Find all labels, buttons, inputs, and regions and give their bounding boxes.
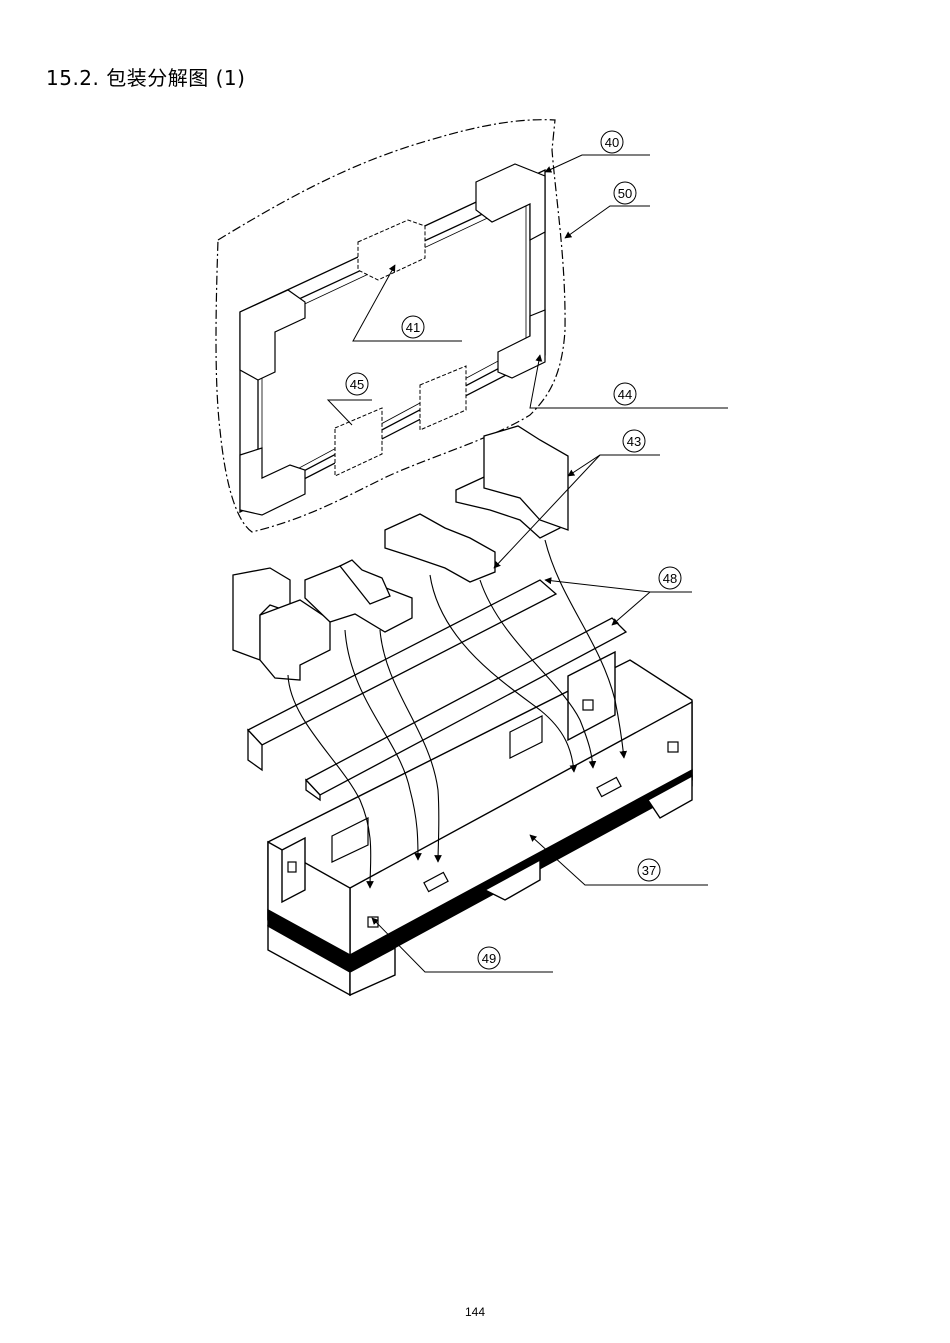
callout-40: 40: [600, 130, 624, 154]
callout-43-label: 43: [627, 434, 641, 449]
protective-bag: [215, 119, 566, 533]
callout-48: 48: [658, 566, 682, 590]
callout-41: 41: [401, 315, 425, 339]
corner-rails: [246, 579, 628, 802]
callout-45-label: 45: [350, 377, 364, 392]
callout-41-label: 41: [406, 320, 420, 335]
assembly-paths: [287, 539, 628, 889]
callout-50-label: 50: [618, 186, 632, 201]
callout-49-label: 49: [482, 951, 496, 966]
callout-50: 50: [613, 181, 637, 205]
leader-lines: [326, 154, 728, 973]
left-cushions: [232, 559, 413, 681]
callout-48-label: 48: [663, 571, 677, 586]
tray-handholds: [287, 699, 679, 928]
callout-43: 43: [622, 429, 646, 453]
page-number: 144: [464, 1305, 486, 1319]
callout-49: 49: [477, 946, 501, 970]
callout-44: 44: [613, 382, 637, 406]
right-cushions: [384, 425, 569, 583]
panel-edge-clips: [334, 219, 467, 477]
callout-37: 37: [637, 858, 661, 882]
section-title: 15.2. 包装分解图 (1): [46, 66, 246, 90]
panel-corner-pads: [239, 163, 546, 516]
callout-44-label: 44: [618, 387, 632, 402]
callout-37-label: 37: [642, 863, 656, 878]
callout-45: 45: [345, 372, 369, 396]
callout-40-label: 40: [605, 135, 619, 150]
